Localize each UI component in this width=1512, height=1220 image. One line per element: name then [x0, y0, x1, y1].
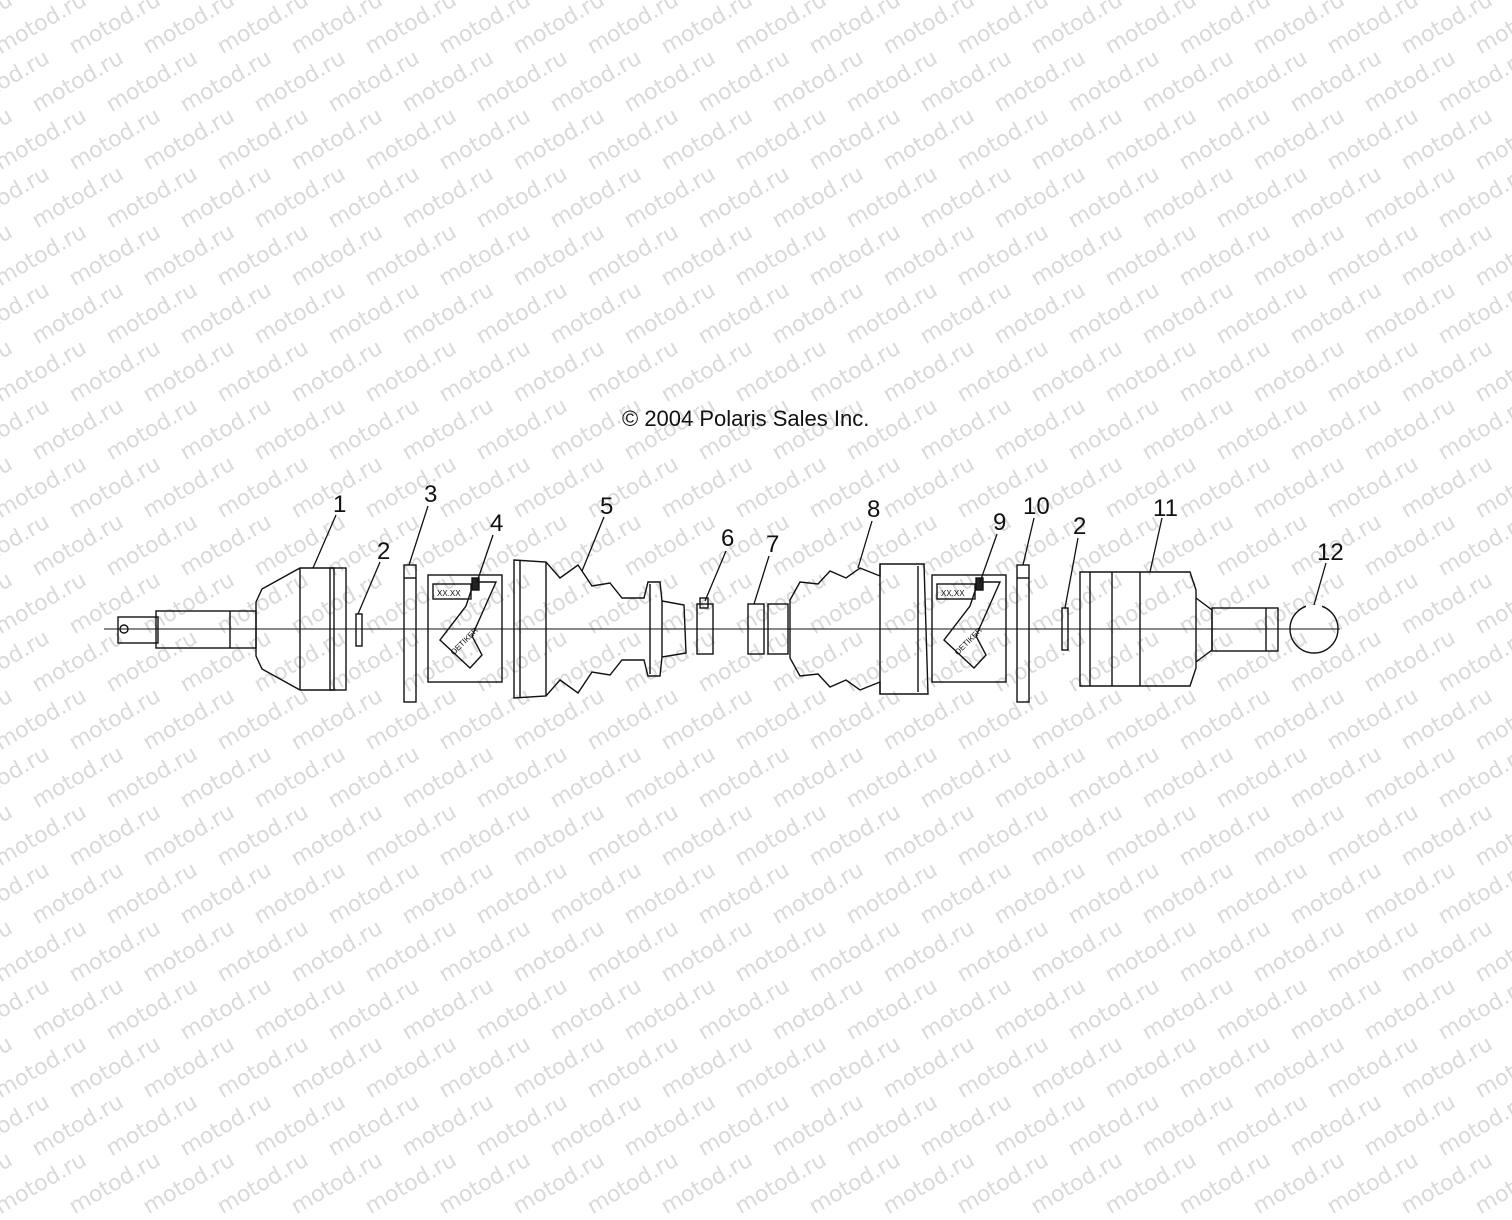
callout-2-left: 2 — [377, 538, 390, 565]
callout-12: 12 — [1317, 539, 1344, 566]
watermark-text: motod.ru — [509, 1147, 609, 1220]
part-6-small-clamp — [696, 597, 714, 655]
watermark-text: motod.ru — [213, 1147, 313, 1220]
watermark-text: motod.ru — [953, 1147, 1053, 1220]
watermark-text: motod.ru — [1027, 1147, 1127, 1220]
watermark-text: motod.ru — [805, 1147, 905, 1220]
callout-5: 5 — [600, 493, 613, 520]
part-3-ring — [403, 564, 417, 703]
watermark-text: motod.ru — [0, 1147, 17, 1220]
callout-numbers: 1 2 3 4 5 6 7 8 9 10 2 11 12 — [333, 481, 1344, 566]
part-9-clamp — [931, 574, 1007, 683]
watermark-text: motod.ru — [1471, 1147, 1512, 1220]
watermark-text: motod.ru — [0, 1147, 91, 1220]
watermark-text: motod.ru — [1249, 1147, 1349, 1220]
part-7-small-clamp — [747, 603, 789, 655]
part-8-boot — [789, 563, 929, 695]
callout-leaders — [312, 505, 1327, 615]
clamp-tag-1: XX.XX — [437, 589, 461, 598]
part-1-outer-cv-joint — [117, 567, 347, 691]
watermark-text: motod.ru — [731, 1147, 831, 1220]
watermark-text: motod.ru — [1175, 1147, 1275, 1220]
watermark-text: motod.ru — [657, 1147, 757, 1220]
watermark-text: motod.ru — [361, 1147, 461, 1220]
clamp-tag-2: XX.XX — [941, 589, 965, 598]
part-10-ring — [1016, 564, 1030, 703]
watermark-text: motod.ru — [435, 1147, 535, 1220]
watermark-text: motod.ru — [287, 1147, 387, 1220]
callout-9: 9 — [993, 509, 1006, 536]
watermark-text: motod.ru — [1323, 1147, 1423, 1220]
callout-4: 4 — [490, 510, 503, 537]
watermark-text: motod.ru — [879, 1147, 979, 1220]
watermark-text: motod.ru — [1397, 1147, 1497, 1220]
callout-2-right: 2 — [1073, 513, 1086, 540]
part-4-clamp — [427, 574, 503, 683]
part-11-inner-cv-joint — [1079, 571, 1279, 687]
callout-8: 8 — [867, 496, 880, 523]
drive-shaft-exploded-view: XX.XX OETIKER XX.XX OETIKER 1 2 3 4 5 6 … — [104, 481, 1344, 703]
watermark-text: motod.ru — [65, 1147, 165, 1220]
callout-10: 10 — [1023, 493, 1050, 520]
copyright-notice: © 2004 Polaris Sales Inc. — [622, 406, 870, 431]
callout-11: 11 — [1153, 495, 1178, 522]
callout-3: 3 — [424, 481, 437, 508]
callout-7: 7 — [766, 531, 779, 558]
callout-6: 6 — [721, 525, 734, 552]
watermark-text: motod.ru — [1101, 1147, 1201, 1220]
part-5-boot — [513, 559, 687, 699]
watermark-text: motod.ru — [139, 1147, 239, 1220]
part-2-washer-left — [355, 613, 363, 647]
watermark-text: motod.ru — [583, 1147, 683, 1220]
callout-1: 1 — [333, 491, 346, 518]
